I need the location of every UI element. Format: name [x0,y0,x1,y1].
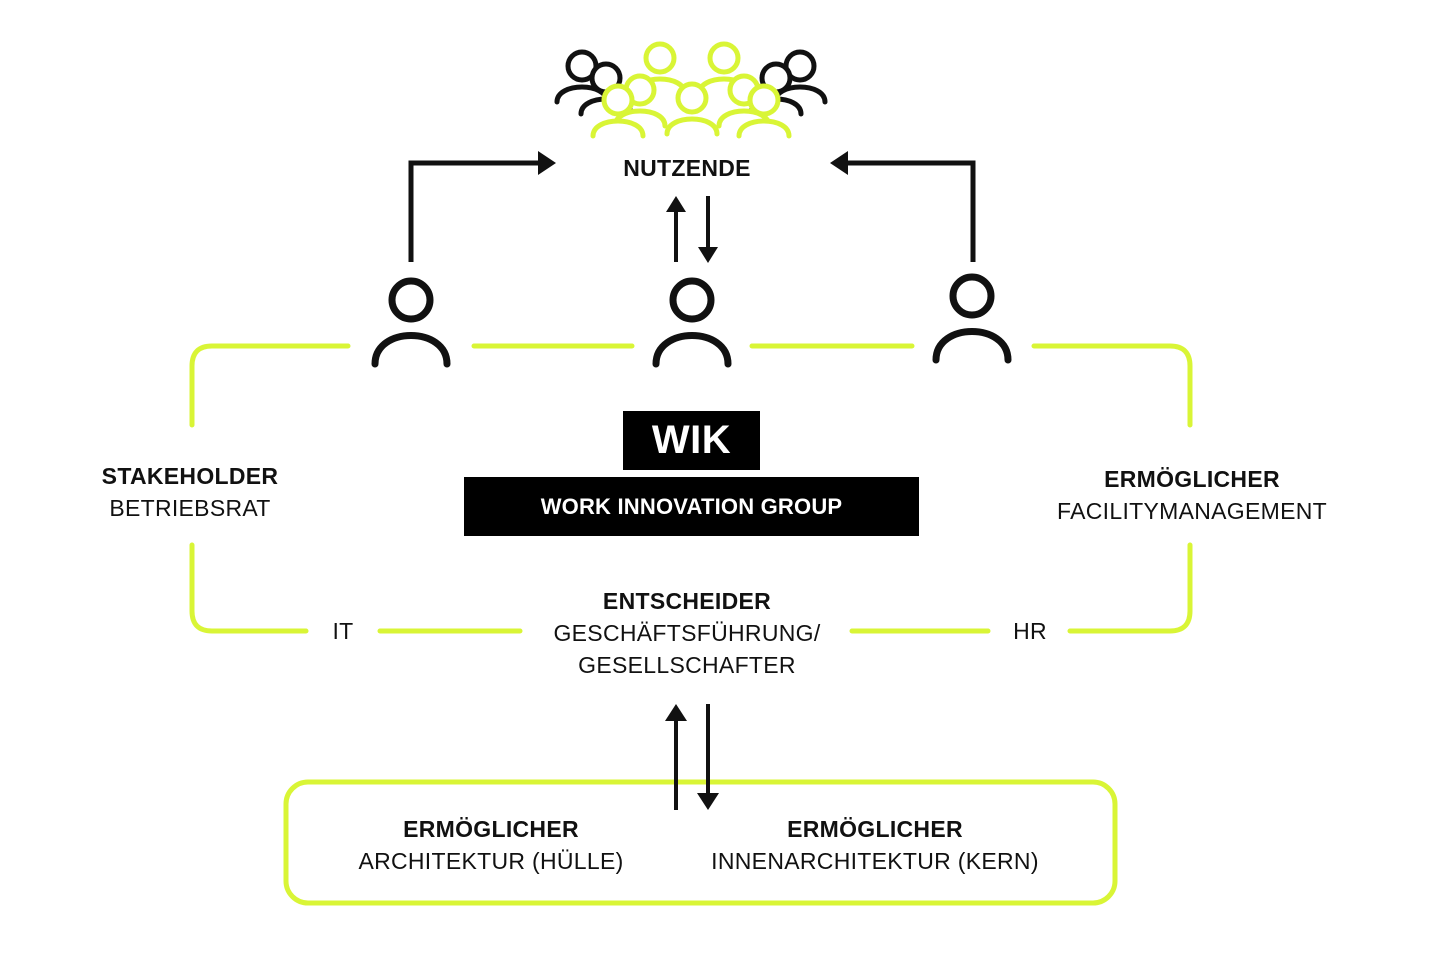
users-label: NUTZENDE [623,155,751,181]
architecture-enabler-role: ERMÖGLICHER [403,816,579,842]
arrow-center-down [698,196,718,263]
arrow-enablers-down [697,704,719,810]
stakeholder-role: STAKEHOLDER [101,463,279,489]
facility-enabler-role: ERMÖGLICHER [1104,466,1280,492]
arrow-right-to-users [830,151,976,262]
interior-enabler-role: ERMÖGLICHER [787,816,963,842]
decision-maker-line2: GESELLSCHAFTER [578,652,796,678]
it-label: IT [332,618,354,644]
stakeholder-detail: BETRIEBSRAT [109,495,271,521]
person-icon-center [656,281,728,364]
arrow-enablers-up [665,704,687,810]
person-icon-right [936,277,1008,360]
frame-top-right-segment [1031,343,1193,428]
facility-enabler-detail: FACILITYMANAGEMENT [1057,498,1327,524]
main-frame [189,343,1193,634]
frame-top-left-segment [189,343,351,428]
architecture-enabler-detail: ARCHITEKTUR (HÜLLE) [358,848,624,874]
frame-bottom-right-segment [1067,542,1193,634]
enabler-frame [283,779,1118,906]
person-icon-left [375,281,447,364]
arrow-left-to-users [408,151,556,262]
hr-label: HR [1013,618,1047,644]
frame-bottom-left-segment [189,542,309,634]
arrow-center-up [666,196,686,262]
decision-maker-line1: GESCHÄFTSFÜHRUNG/ [553,620,821,646]
decision-maker-role: ENTSCHEIDER [602,588,772,614]
wik-logo-box: WIK [623,411,760,470]
user-group-icon [557,44,825,136]
interior-enabler-detail: INNENARCHITEKTUR (KERN) [711,848,1039,874]
work-innovation-group-box: WORK INNOVATION GROUP [464,477,919,536]
